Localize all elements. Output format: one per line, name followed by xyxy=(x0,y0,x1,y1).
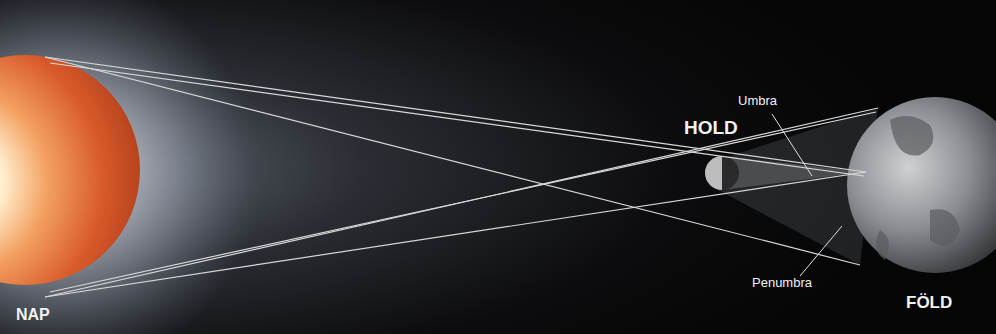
moon-label: HOLD xyxy=(684,118,738,139)
sun-label: NAP xyxy=(16,306,50,324)
earth-label: FÖLD xyxy=(906,294,952,313)
umbra-label: Umbra xyxy=(738,94,777,108)
penumbra-label: Penumbra xyxy=(752,276,812,290)
